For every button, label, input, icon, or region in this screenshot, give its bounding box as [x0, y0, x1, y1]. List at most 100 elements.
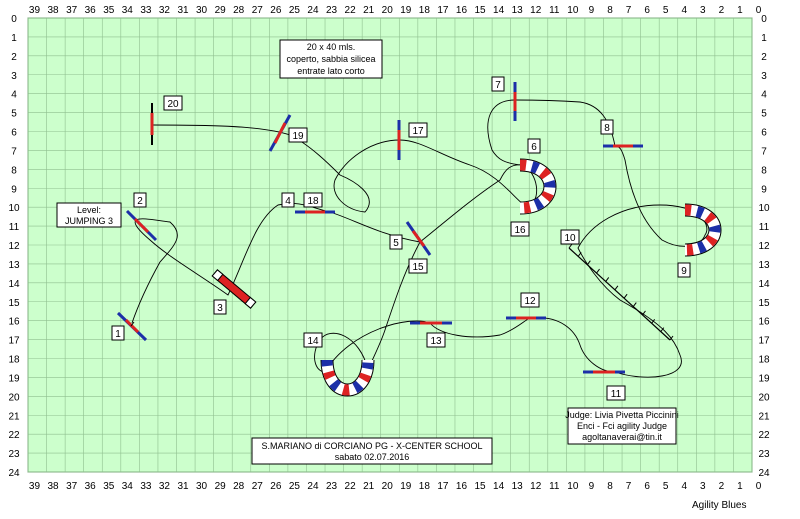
- y-tick-label: 24: [8, 468, 20, 479]
- x-tick-label: 36: [85, 481, 97, 492]
- y-tick-label: 8: [761, 165, 767, 176]
- x-tick-label: 10: [567, 5, 579, 16]
- obstacle-number: 1: [115, 329, 121, 340]
- y-tick-label: 4: [761, 90, 767, 101]
- x-tick-label: 39: [29, 5, 41, 16]
- obstacle-number-box: [606, 385, 626, 401]
- x-tick-label: 11: [549, 5, 560, 16]
- x-tick-label: 30: [196, 481, 208, 492]
- level-label: Level:: [77, 205, 101, 215]
- x-tick-label: 35: [103, 5, 115, 16]
- x-tick-label: 7: [626, 5, 632, 16]
- x-tick-label: 27: [252, 481, 264, 492]
- obstacle-number-box: [281, 192, 295, 208]
- x-tick-label: 24: [307, 481, 319, 492]
- x-tick-label: 11: [549, 481, 560, 492]
- x-tick-label: 19: [400, 481, 412, 492]
- x-tick-label: 38: [47, 5, 59, 16]
- x-tick-label: 31: [177, 481, 189, 492]
- obstacle-number: 2: [137, 196, 143, 207]
- x-tick-label: 28: [233, 5, 245, 16]
- obstacle-number: 20: [167, 99, 179, 110]
- x-tick-label: 36: [85, 5, 97, 16]
- x-tick-label: 17: [437, 5, 449, 16]
- y-tick-label: 8: [11, 165, 17, 176]
- x-tick-label: 9: [589, 481, 595, 492]
- y-tick-label: 23: [8, 449, 20, 460]
- x-tick-label: 16: [456, 481, 468, 492]
- weave-pole: [623, 293, 628, 299]
- obstacle-number-box: [520, 292, 540, 308]
- x-tick-label: 38: [47, 481, 59, 492]
- obstacle-number: 16: [514, 225, 526, 236]
- obstacle-number: 11: [611, 389, 622, 400]
- obstacle-number-box: [303, 332, 323, 348]
- obstacle-number-box: [389, 234, 403, 250]
- weave-pole-ticks: [568, 243, 674, 341]
- ring-info-line-1: 20 x 40 mls.: [307, 42, 356, 52]
- obstacle-number: 4: [285, 196, 291, 207]
- weave-pole: [651, 318, 656, 324]
- weave-pole: [596, 268, 600, 274]
- y-tick-label: 9: [11, 184, 17, 195]
- obstacle-jump: [125, 209, 158, 242]
- x-tick-label: 26: [270, 481, 282, 492]
- obstacle-jump: [116, 311, 148, 342]
- x-tick-label: 0: [756, 5, 762, 16]
- obstacle-number: 7: [495, 80, 501, 91]
- y-tick-label: 24: [758, 468, 770, 479]
- obstacle-number-box: [600, 119, 614, 135]
- weave-pole: [568, 243, 573, 249]
- y-tick-label: 10: [8, 203, 20, 214]
- y-tick-label: 2: [761, 52, 767, 63]
- y-tick-label: 12: [8, 241, 20, 252]
- x-tick-label: 4: [681, 481, 687, 492]
- y-tick-label: 15: [758, 298, 770, 309]
- obstacle-number: 15: [412, 262, 424, 273]
- y-tick-label: 18: [8, 355, 20, 366]
- x-tick-label: 23: [326, 481, 338, 492]
- y-tick-label: 0: [11, 14, 17, 25]
- event-title: S.MARIANO di CORCIANO PG - X-CENTER SCHO…: [261, 441, 482, 451]
- obstacle-tunnel: [320, 359, 375, 397]
- credit-text: Agility Blues: [692, 500, 746, 511]
- obstacle-number: 19: [292, 131, 304, 142]
- x-tick-label: 27: [252, 5, 264, 16]
- obstacle-number: 3: [217, 303, 223, 314]
- y-tick-label: 5: [761, 109, 767, 120]
- obstacle-jump: [268, 114, 292, 152]
- obstacle-number: 8: [604, 123, 610, 134]
- obstacle-number-box: [527, 138, 541, 154]
- y-tick-label: 12: [758, 241, 770, 252]
- x-tick-label: 20: [382, 5, 394, 16]
- y-tick-label: 19: [758, 373, 770, 384]
- y-tick-label: 14: [758, 279, 770, 290]
- y-tick-label: 14: [8, 279, 20, 290]
- ring-info-line-2: coperto, sabbia silicea: [286, 54, 375, 64]
- x-tick-label: 2: [719, 481, 725, 492]
- level-box: [56, 202, 122, 228]
- obstacle-number: 18: [307, 196, 319, 207]
- weave-pole: [605, 277, 610, 282]
- y-tick-label: 17: [8, 336, 20, 347]
- obstacle-tunnel: [684, 203, 722, 257]
- weave-pole: [586, 260, 591, 266]
- weave-pole: [642, 310, 646, 316]
- y-tick-label: 7: [761, 146, 767, 157]
- y-tick-label: 1: [761, 33, 767, 44]
- x-tick-label: 37: [66, 481, 78, 492]
- x-tick-label: 30: [196, 5, 208, 16]
- obstacle-number-box: [111, 325, 125, 341]
- obstacle-jump: [405, 221, 432, 256]
- x-tick-label: 22: [345, 481, 357, 492]
- x-tick-label: 5: [663, 481, 669, 492]
- y-tick-label: 6: [11, 128, 17, 139]
- y-tick-label: 2: [11, 52, 17, 63]
- x-tick-label: 15: [474, 481, 486, 492]
- x-tick-label: 24: [307, 5, 319, 16]
- x-tick-label: 19: [400, 5, 412, 16]
- x-tick-label: 31: [177, 5, 189, 16]
